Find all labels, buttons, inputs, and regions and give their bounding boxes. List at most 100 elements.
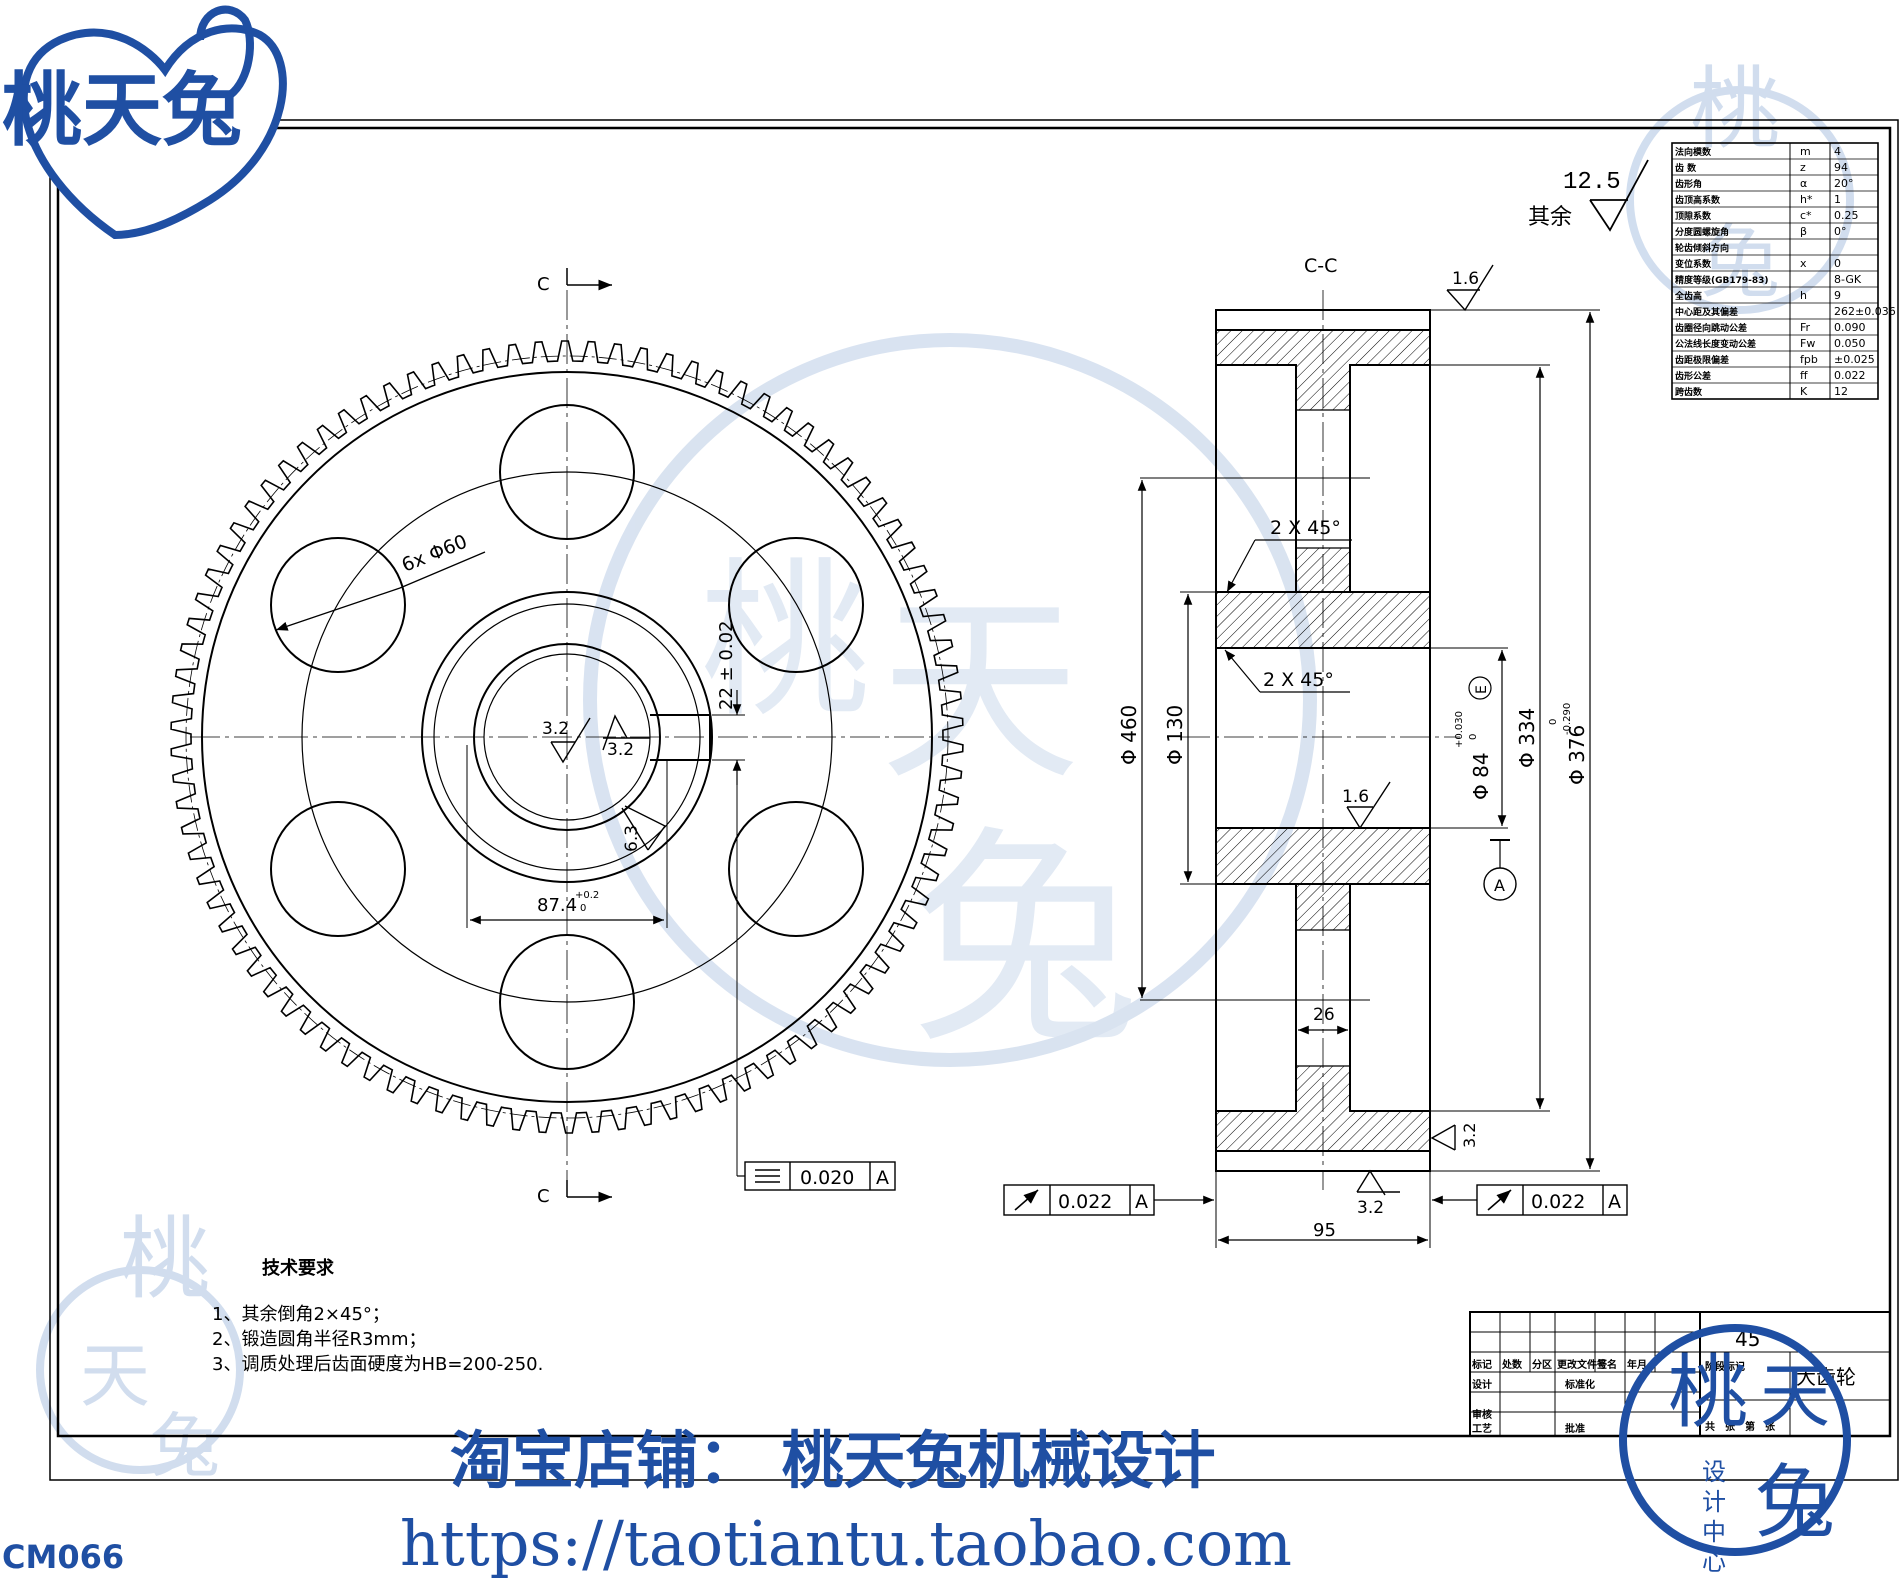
outer-sheet-border: [49, 119, 1899, 1481]
svg-text:1.6: 1.6: [1452, 269, 1479, 289]
roughness-bore-right: 3.2: [602, 714, 650, 760]
param-name: 齿顶高系数: [1675, 194, 1721, 206]
title-block-text: 标记 处数 分区 更改文件号 签名 年月 设计 标准化 审核 工艺 批准 阶段标…: [1471, 1358, 1776, 1435]
svg-text:兔: 兔: [150, 1405, 220, 1487]
section-title: C-C: [1304, 255, 1337, 277]
svg-text:3.2: 3.2: [1460, 1123, 1479, 1148]
param-symbol: x: [1800, 257, 1807, 270]
svg-text:0: 0: [580, 903, 586, 914]
roughness-top: 1.6: [1446, 264, 1494, 312]
param-value: 0.090: [1834, 321, 1866, 334]
param-value: 4: [1834, 145, 1841, 158]
svg-text:E: E: [1474, 685, 1490, 694]
svg-text:A: A: [1608, 1191, 1621, 1213]
param-value: 0°: [1834, 225, 1847, 238]
param-name: 齿形角: [1675, 178, 1702, 190]
param-symbol: z: [1800, 161, 1806, 174]
param-name: 齿 数: [1675, 162, 1697, 174]
param-name: 齿距极限偏差: [1675, 354, 1729, 366]
param-value: 1: [1834, 193, 1841, 206]
param-value: 94: [1834, 161, 1848, 174]
svg-text:设: 设: [1702, 1458, 1726, 1486]
svg-text:桃: 桃: [1668, 1346, 1748, 1439]
tech-item-3: 3、调质处理后齿面硬度为HB=200-250.: [212, 1354, 543, 1375]
svg-text:+0.2: +0.2: [575, 890, 599, 901]
svg-text:1.6: 1.6: [1342, 787, 1369, 807]
svg-text:0: 0: [1548, 719, 1559, 725]
svg-text:天: 天: [80, 1335, 150, 1417]
hole-5: [270, 801, 406, 937]
section-mark-top: C: [537, 274, 550, 295]
svg-text:6.3: 6.3: [622, 825, 642, 852]
param-value: 0: [1834, 257, 1841, 270]
param-symbol: K: [1800, 385, 1808, 398]
svg-text:3.2: 3.2: [542, 719, 569, 739]
param-value: 20°: [1834, 177, 1854, 190]
svg-text:处数: 处数: [1501, 1358, 1523, 1371]
hole-2: [728, 537, 864, 673]
param-name: 全齿高: [1674, 290, 1702, 302]
roughness-keyway: 6.3: [621, 805, 667, 852]
param-symbol: c*: [1800, 209, 1812, 222]
svg-text:签名: 签名: [1596, 1358, 1617, 1371]
svg-text:+0.030: +0.030: [1454, 711, 1465, 748]
param-symbol: Fr: [1800, 321, 1811, 334]
holes-leader: [275, 587, 401, 631]
svg-text:年月: 年月: [1627, 1358, 1647, 1371]
param-symbol: h: [1800, 289, 1807, 302]
svg-text:更改文件号: 更改文件号: [1557, 1358, 1607, 1371]
svg-text:桃: 桃: [120, 1207, 210, 1312]
svg-text:心: 心: [1702, 1548, 1726, 1576]
center-watermark: 桃天兔 桃 天 兔: [583, 333, 1317, 1075]
shop-line: 淘宝店铺： 桃天兔机械设计: [450, 1424, 1216, 1497]
svg-text:审核: 审核: [1472, 1408, 1492, 1421]
tech-title: 技术要求: [262, 1257, 335, 1279]
svg-text:天: 天: [1760, 1355, 1830, 1437]
svg-text:阶段标记: 阶段标记: [1705, 1360, 1745, 1373]
tech-item-1: 1、其余倒角2×45°；: [212, 1304, 390, 1325]
param-symbol: m: [1800, 145, 1811, 158]
param-name: 分度圆螺旋角: [1675, 226, 1729, 238]
svg-text:A: A: [1494, 876, 1505, 895]
param-value: 262±0.036: [1834, 305, 1896, 318]
svg-text:兔: 兔: [1700, 216, 1780, 309]
tech-requirements: 技术要求 1、其余倒角2×45°； 2、锻造圆角半径R3mm； 3、调质处理后齿…: [212, 1257, 543, 1375]
watermark-tu-char: 兔: [910, 808, 1140, 1075]
param-name: 齿圈径向跳动公差: [1675, 322, 1747, 334]
runout-frame-left: 0.022 A: [1003, 1184, 1214, 1216]
svg-text:中: 中: [1702, 1518, 1726, 1546]
svg-text:工艺: 工艺: [1472, 1422, 1492, 1435]
param-symbol: h*: [1800, 193, 1813, 206]
inner-frame-border: [56, 126, 1892, 1438]
svg-text:张: 张: [1725, 1420, 1736, 1433]
param-name: 变位系数: [1675, 258, 1712, 270]
roughness-middle: 1.6: [1342, 781, 1391, 830]
dim-width: 95: [1313, 1220, 1336, 1241]
svg-text:12.5: 12.5: [1563, 169, 1621, 196]
param-value: 12: [1834, 385, 1848, 398]
section-view: C-C Φ 460 Φ 130 Φ 84 +0.030: [1003, 255, 1628, 1248]
param-name: 精度等级(GB179-83): [1675, 274, 1769, 286]
watermark-tao-char: 桃: [700, 543, 870, 741]
svg-text:-0.290: -0.290: [1562, 703, 1573, 735]
svg-text:A: A: [876, 1167, 889, 1189]
svg-text:0: 0: [1468, 734, 1479, 740]
param-name: 轮齿倾斜方向: [1675, 242, 1729, 254]
default-roughness: 12.5 其余: [1528, 159, 1649, 232]
svg-text:0.020: 0.020: [800, 1167, 854, 1189]
svg-text:分区: 分区: [1532, 1358, 1552, 1371]
svg-text:标准化: 标准化: [1564, 1378, 1595, 1391]
dim-d84: Φ 84: [1469, 752, 1493, 800]
corner-watermark-topright: 桃 兔: [1626, 57, 1854, 314]
svg-text:3.2: 3.2: [1357, 1198, 1384, 1218]
svg-text:张: 张: [1765, 1420, 1776, 1433]
svg-text:批准: 批准: [1565, 1422, 1585, 1435]
svg-text:0.022: 0.022: [1058, 1191, 1112, 1213]
param-name: 跨齿数: [1675, 386, 1703, 398]
chamfer-upper: 2 X 45°: [1270, 517, 1341, 539]
svg-text:桃: 桃: [1690, 57, 1780, 162]
param-value: 8-GK: [1834, 273, 1862, 286]
roughness-side: 3.2: [1430, 1123, 1479, 1151]
